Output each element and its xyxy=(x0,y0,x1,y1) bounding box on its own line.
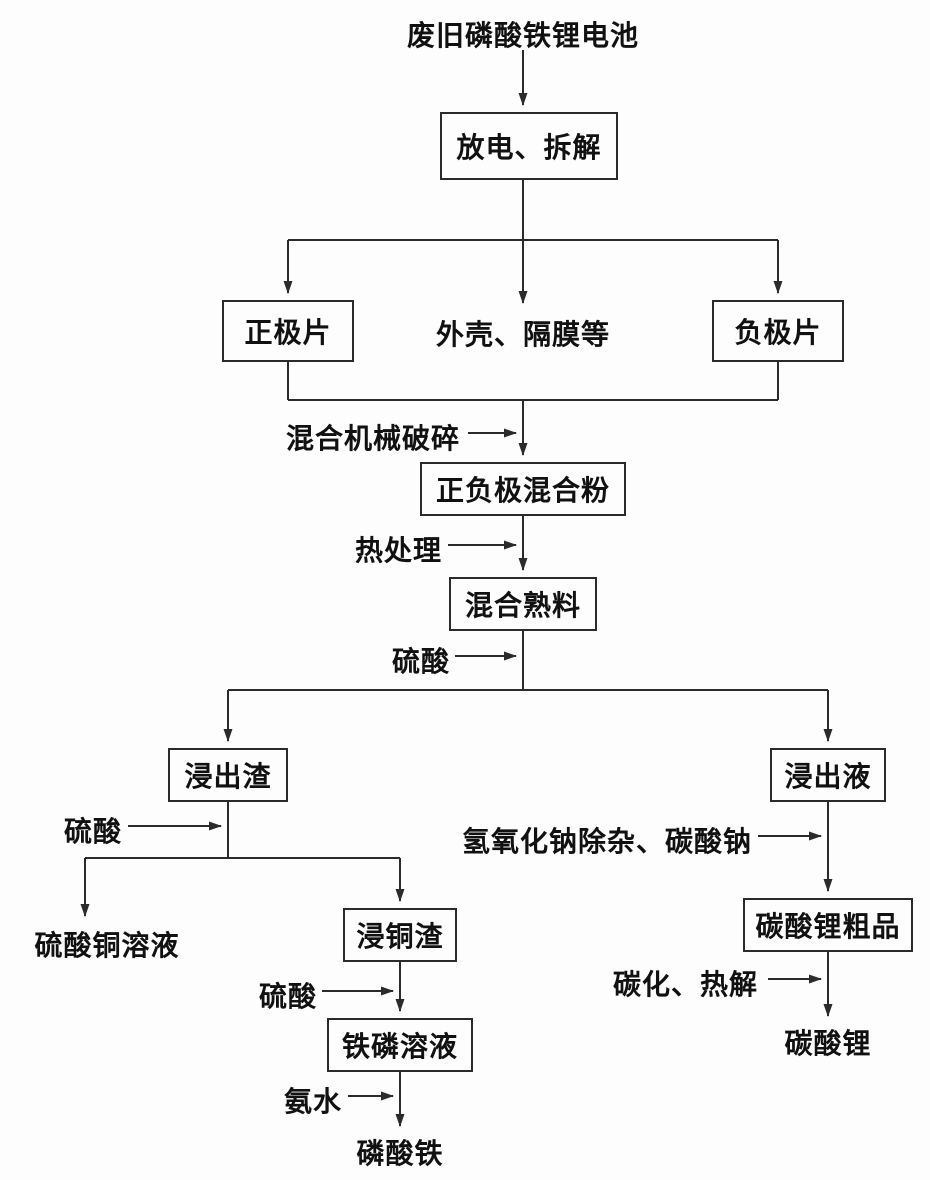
node-leach-residue: 浸出渣 xyxy=(168,748,288,802)
node-copper-sulfate-solution: 硫酸铜溶液 xyxy=(34,930,180,961)
node-lithium-carbonate: 碳酸锂 xyxy=(784,1028,872,1059)
label-sulfuric-acid-leach: 硫酸 xyxy=(391,646,450,677)
node-positive-sheet: 正极片 xyxy=(222,300,354,362)
node-crude-lithium-carbonate: 碳酸锂粗品 xyxy=(743,898,913,952)
node-iron-phosphate: 磷酸铁 xyxy=(356,1138,444,1169)
node-iron-phosphorus-solution: 铁磷溶液 xyxy=(327,1018,473,1072)
node-mixed-clinker: 混合熟料 xyxy=(449,577,597,631)
label-sulfuric-acid-copper-residue: 硫酸 xyxy=(258,981,317,1012)
label-heat-treatment: 热处理 xyxy=(354,535,442,566)
node-start: 废旧磷酸铁锂电池 xyxy=(406,20,640,51)
node-casing-separator: 外壳、隔膜等 xyxy=(435,319,611,350)
node-negative-sheet: 负极片 xyxy=(712,300,844,362)
node-discharge-disassembly: 放电、拆解 xyxy=(440,112,618,180)
label-carbonization-pyrolysis: 碳化、热解 xyxy=(612,969,758,1000)
label-naoh-purification: 氢氧化钠除杂、碳酸钠 xyxy=(461,826,752,857)
label-ammonia: 氨水 xyxy=(283,1086,342,1117)
label-sulfuric-acid-residue: 硫酸 xyxy=(63,816,122,847)
node-copper-leach-residue: 浸铜渣 xyxy=(343,908,457,962)
label-mechanical-crushing: 混合机械破碎 xyxy=(285,423,460,454)
node-mixed-electrode-powder: 正负极混合粉 xyxy=(420,462,626,516)
node-leachate: 浸出液 xyxy=(770,748,886,802)
